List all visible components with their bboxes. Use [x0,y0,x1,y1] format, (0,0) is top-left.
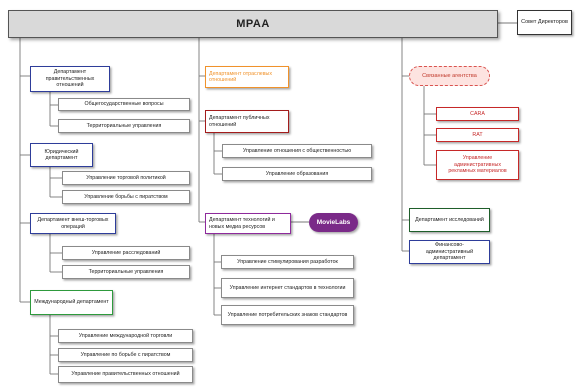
unit-territorial-offices-1: Территориальные управления [58,119,190,133]
unit-international-trade: Управление международной торговли [58,329,193,343]
unit-development-stimulation: Управление стимулирования разработок [221,255,354,269]
unit-rat: RAT [436,128,519,142]
dept-public-relations: Департамент публичных отношений [205,110,289,133]
unit-anti-piracy: Управление борьбы с пиратством [62,190,190,204]
mpaa-root-box: MPAA [8,10,498,38]
mpaa-title: MPAA [236,18,270,30]
unit-internet-standards: Управление интернет стандартов в техноло… [221,278,354,298]
unit-investigations: Управление расследований [62,246,190,260]
dept-industry-relations: Департамент отраслевых отношений [205,66,289,88]
dept-legal: Юридический департамент [30,143,93,167]
movielabs-badge: MovieLabs [309,213,358,232]
dept-international: Международный департамент [30,290,113,315]
unit-education: Управление образования [222,167,372,181]
unit-piracy-combat: Управление по борьбе с пиратством [58,348,193,362]
unit-trade-policy: Управление торговой политикой [62,171,190,185]
board-of-directors-box: Совет Директоров [517,10,572,35]
associated-agencies-pill: Связанные агентства [409,66,490,86]
dept-external-trade-operations: Департамент внеш-торговых операций [30,213,116,234]
unit-public-relations: Управление отношения с общественностью [222,144,372,158]
dept-finance-administration: Финансово-административный департамент [409,240,490,264]
dept-research: Департамент исследований [409,208,490,232]
unit-advertising-materials: Управление административных рекламных ма… [436,150,519,180]
unit-consumer-standards: Управление потребительских знаков станда… [221,305,354,325]
unit-territorial-offices-2: Территориальные управления [62,265,190,279]
dept-government-relations: Департамент правительственных отношений [30,66,110,92]
board-label: Совет Директоров [521,19,568,26]
unit-government-relations: Управление правительственных отношений [58,366,193,383]
unit-cara: CARA [436,107,519,121]
dept-technology-new-media: Департамент технологий и новых медиа рес… [205,213,291,234]
unit-general-state-issues: Общегосударственные вопросы [58,98,190,111]
